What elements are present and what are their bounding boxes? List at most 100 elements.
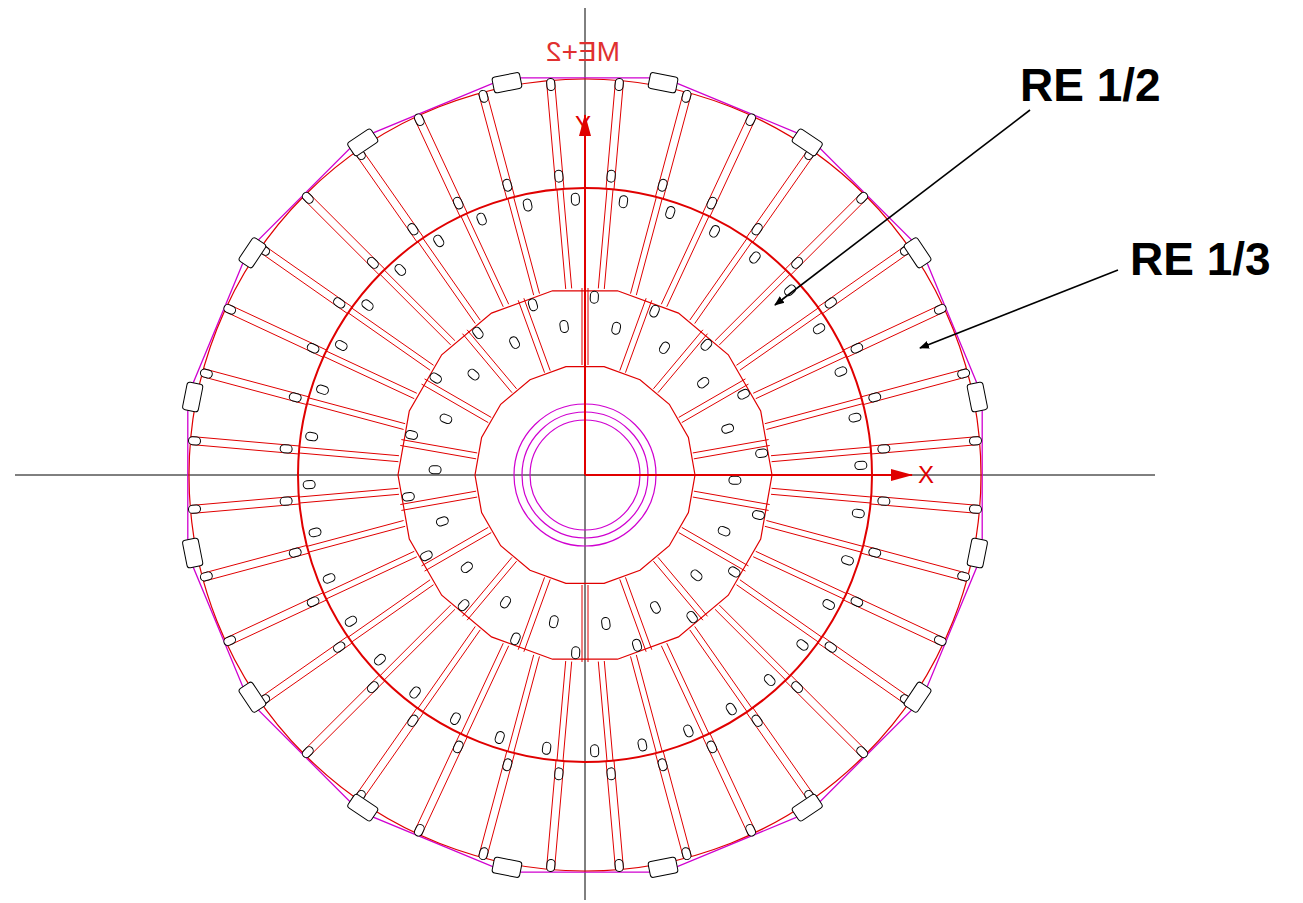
mount-pad [681,90,692,104]
chamber-edge [822,636,911,699]
mount-pad [619,195,629,208]
chamber-edge [625,300,651,372]
chamber-edge [588,288,589,365]
chamber-edge [636,199,662,296]
chamber-edge [679,379,746,418]
bracket [492,72,523,93]
chamber-edge [658,334,707,393]
mount-pad [657,758,668,772]
mount-pad [460,561,474,575]
mount-pad [706,740,718,754]
chamber-edge [309,526,406,552]
mount-pad [607,170,616,183]
envelope-outline [188,78,982,872]
mount-pad [406,222,419,236]
chamber-edge [871,444,980,453]
chamber-edge [785,681,862,758]
chamber-edge [871,496,980,505]
chamber-edge [582,585,583,662]
mount-pad [413,113,425,127]
chamber-edge [384,270,455,341]
mount-pad [402,492,415,501]
mount-pad [590,291,599,303]
chamber-edge [631,197,657,294]
mount-pad [681,847,692,861]
mount-pad [554,170,563,183]
mount-pad [429,466,441,474]
chamber-edge [756,356,847,398]
chamber-edge [620,579,646,651]
mount-pad [452,740,464,754]
chamber-edge [719,605,790,676]
chamber-edge [423,630,480,712]
mount-pad [736,388,750,401]
mount-pad [502,178,513,192]
chamber-edge [302,675,379,752]
chamber-edge [224,593,323,639]
chamber-edge [719,274,790,345]
chamber-edge [554,761,563,870]
chamber-edge [524,579,550,651]
chamber-edge [703,114,749,213]
chamber-edge [486,91,514,196]
mount-pad [280,497,293,506]
outer-ring [189,79,981,871]
chamber-edge [746,712,809,801]
mount-pad [855,461,867,469]
bracket [238,681,267,713]
chamber-edge [224,311,323,357]
chamber-edge [703,737,749,836]
mount-pad [721,423,735,434]
y-axis-arrow [584,115,586,475]
mount-pad [478,90,489,104]
mount-pad [745,823,757,837]
chamber-edge [324,551,415,593]
mount-pad [969,505,982,514]
mount-pad [571,647,580,659]
chamber-edge [863,545,968,573]
mount-pad [439,413,453,425]
chamber-edge [694,445,770,458]
chamber-edge [466,214,508,305]
mount-pad [657,178,668,192]
chamber-edge [661,646,703,737]
mount-pad [790,680,804,694]
chamber-edge [791,675,868,752]
mount-pad [750,714,763,728]
chamber-edge [822,251,911,314]
chamber-edge [421,114,467,213]
mount-pad [366,256,380,270]
mount-pad [717,525,731,537]
mount-pad [509,632,521,646]
mount-pad [752,510,765,520]
chamber-edge [631,656,657,753]
chamber-edge [557,189,566,289]
axis-line [15,475,1155,476]
chamber-edge [380,274,451,345]
mount-pad [601,617,611,630]
mount-pad [957,571,971,582]
chamber-edge [756,551,847,593]
chamber-edge [524,298,550,370]
mount-pad [590,745,598,757]
mount-pad [549,615,559,628]
mount-pad [637,738,647,751]
mount-pad [419,550,433,563]
chamber-edge [467,330,516,389]
mount-pad [546,859,555,872]
chamber-edge [466,646,508,737]
chamber-edge [518,300,544,372]
mount-pad [542,742,552,755]
mount-pad [494,731,505,745]
mount-pad [466,368,480,382]
mount-pad [868,392,882,403]
mount-pad [649,304,661,318]
chamber-edge [667,643,709,734]
mount-pad [432,234,445,248]
chamber-edge [766,404,863,430]
mount-pad [868,547,882,558]
mount-pad [476,212,488,226]
mount-pad [725,702,738,716]
chamber-edge [847,311,946,357]
